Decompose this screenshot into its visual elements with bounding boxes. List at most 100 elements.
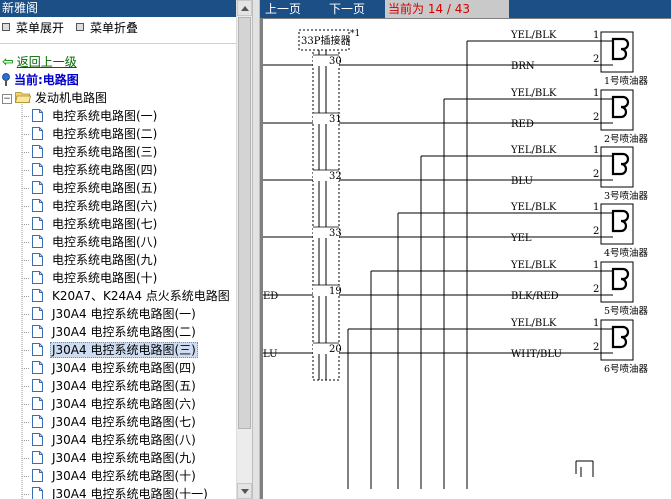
collapse-toggle-icon[interactable]: − — [2, 94, 12, 104]
scroll-up-button[interactable] — [237, 0, 252, 16]
tree-item[interactable]: J30A4 电控系统电路图(七) — [32, 414, 196, 431]
document-icon — [32, 181, 43, 194]
document-icon — [32, 469, 43, 482]
tree-item-label: 电控系统电路图(三) — [52, 145, 158, 159]
wire-label: YEL/BLK — [510, 145, 557, 156]
tree-item[interactable]: 电控系统电路图(四) — [32, 162, 157, 179]
tree-item[interactable]: 电控系统电路图(十) — [32, 270, 157, 287]
injector-coil-icon — [611, 267, 630, 291]
tree-item-label: J30A4 电控系统电路图(一) — [52, 307, 196, 321]
tree-item-label: 电控系统电路图(二) — [52, 127, 158, 141]
tree-item-label: 电控系统电路图(四) — [52, 163, 158, 177]
document-icon — [32, 343, 43, 356]
tree-item-label: J30A4 电控系统电路图(十一) — [52, 487, 208, 499]
tree-item[interactable]: J30A4 电控系统电路图(一) — [32, 306, 196, 323]
tree-item[interactable]: J30A4 电控系统电路图(二) — [32, 324, 196, 341]
connector-note: *1 — [350, 29, 360, 39]
page-status: 当前为 14 / 43 — [385, 0, 509, 18]
injector-label: 2号喷油器 — [604, 133, 649, 145]
location-pin-icon — [2, 73, 10, 86]
document-icon — [32, 325, 43, 338]
tree-item-label: 电控系统电路图(一) — [52, 109, 158, 123]
terminal-number: 1 — [593, 318, 599, 329]
tree-item-label: 电控系统电路图(七) — [52, 217, 158, 231]
tree-item-label: J30A4 电控系统电路图(八) — [52, 433, 196, 447]
tree-item[interactable]: J30A4 电控系统电路图(八) — [32, 432, 196, 449]
scroll-down-button[interactable] — [237, 483, 252, 499]
wire-label: WHT/BLU — [511, 349, 562, 360]
wire-label: BLU — [511, 176, 533, 187]
wire-label: LU — [263, 349, 278, 360]
back-link[interactable]: ⇦返回上一级 — [2, 54, 77, 70]
injector-coil-icon — [611, 325, 630, 349]
tree-item[interactable]: 电控系统电路图(九) — [32, 252, 157, 269]
injector-label: 6号喷油器 — [604, 363, 649, 375]
terminal-number: 1 — [593, 88, 599, 99]
tree-item[interactable]: J30A4 电控系统电路图(十一) — [32, 486, 208, 499]
injector-label: 3号喷油器 — [604, 190, 649, 202]
terminal-number: 1 — [593, 260, 599, 271]
document-icon — [32, 289, 43, 302]
scrollbar-thumb[interactable] — [238, 17, 251, 429]
wire-label: YEL/BLK — [510, 88, 557, 99]
terminal-number: 2 — [593, 342, 599, 353]
tree-item-label: J30A4 电控系统电路图(三) — [50, 342, 198, 358]
injector-label: 4号喷油器 — [604, 247, 649, 259]
connector-pin-number: 19 — [329, 286, 342, 297]
tree-item[interactable]: 电控系统电路图(七) — [32, 216, 157, 233]
injector-circuit-diagram: 33P插接器 *1 30YEL/BLKBRN121号喷油器31YEL/BLKRE… — [263, 19, 671, 499]
connector-pin-number: 32 — [329, 171, 342, 182]
tree-item[interactable]: 电控系统电路图(六) — [32, 198, 157, 215]
connector-header-box — [298, 29, 350, 51]
tree-item[interactable]: J30A4 电控系统电路图(四) — [32, 360, 196, 377]
injector-label: 1号喷油器 — [604, 75, 649, 87]
tree-root-engine-circuits[interactable]: − 发动机电路图 — [2, 91, 108, 105]
tree-item-label: J30A4 电控系统电路图(六) — [52, 397, 196, 411]
terminal-number: 2 — [593, 169, 599, 180]
tree-item[interactable]: 电控系统电路图(五) — [32, 180, 157, 197]
tree-scrollbar[interactable] — [236, 0, 252, 499]
tree-item[interactable]: J30A4 电控系统电路图(五) — [32, 378, 196, 395]
expand-menu-button[interactable]: 菜单展开 — [2, 18, 64, 38]
tree-item[interactable]: 电控系统电路图(三) — [32, 144, 157, 161]
tree-item-label: 电控系统电路图(九) — [52, 253, 158, 267]
divider-line — [0, 43, 236, 44]
terminal-number: 1 — [593, 30, 599, 41]
tree-item[interactable]: 电控系统电路图(二) — [32, 126, 157, 143]
injector-label: 5号喷油器 — [604, 305, 649, 317]
document-icon — [32, 397, 43, 410]
injector-coil-icon — [611, 209, 630, 233]
wire-label: YEL/BLK — [510, 318, 557, 329]
tree-item[interactable]: J30A4 电控系统电路图(十) — [32, 468, 196, 485]
tree-item[interactable]: 电控系统电路图(八) — [32, 234, 157, 251]
tree-item[interactable]: J30A4 电控系统电路图(九) — [32, 450, 196, 467]
tree-item[interactable]: 电控系统电路图(一) — [32, 108, 157, 125]
tree-item-label: J30A4 电控系统电路图(七) — [52, 415, 196, 429]
wire-label: BLK/RED — [511, 291, 559, 302]
tree-item[interactable]: J30A4 电控系统电路图(六) — [32, 396, 196, 413]
tree-item[interactable]: J30A4 电控系统电路图(三) — [32, 342, 198, 359]
tree-item-label: J30A4 电控系统电路图(五) — [52, 379, 196, 393]
injector-coil-icon — [611, 152, 630, 176]
wire-label: YEL/BLK — [510, 30, 557, 41]
connector-pin-number: 33 — [329, 228, 342, 239]
navigation-panel: 新雅阁 菜单展开 菜单折叠 ⇦返回上一级 当前:电路图 − 发动机电路图 电控系… — [0, 0, 236, 499]
collapse-menu-button[interactable]: 菜单折叠 — [76, 18, 138, 38]
tree-item-label: 电控系统电路图(五) — [52, 181, 158, 195]
next-page-button[interactable]: 下一页 — [329, 2, 366, 16]
terminal-number: 2 — [593, 54, 599, 65]
prev-page-button[interactable]: 上一页 — [265, 2, 302, 16]
connector-label: 33P插接器 — [301, 34, 350, 47]
document-icon — [32, 487, 43, 499]
tree-item[interactable]: K20A7、K24A4 点火系统电路图 — [32, 288, 230, 305]
injector-coil-icon — [611, 37, 630, 61]
document-icon — [32, 451, 43, 464]
panel-splitter[interactable] — [252, 0, 260, 499]
injector-coil-icon — [611, 95, 630, 119]
menu-bar: 菜单展开 菜单折叠 — [0, 18, 236, 38]
